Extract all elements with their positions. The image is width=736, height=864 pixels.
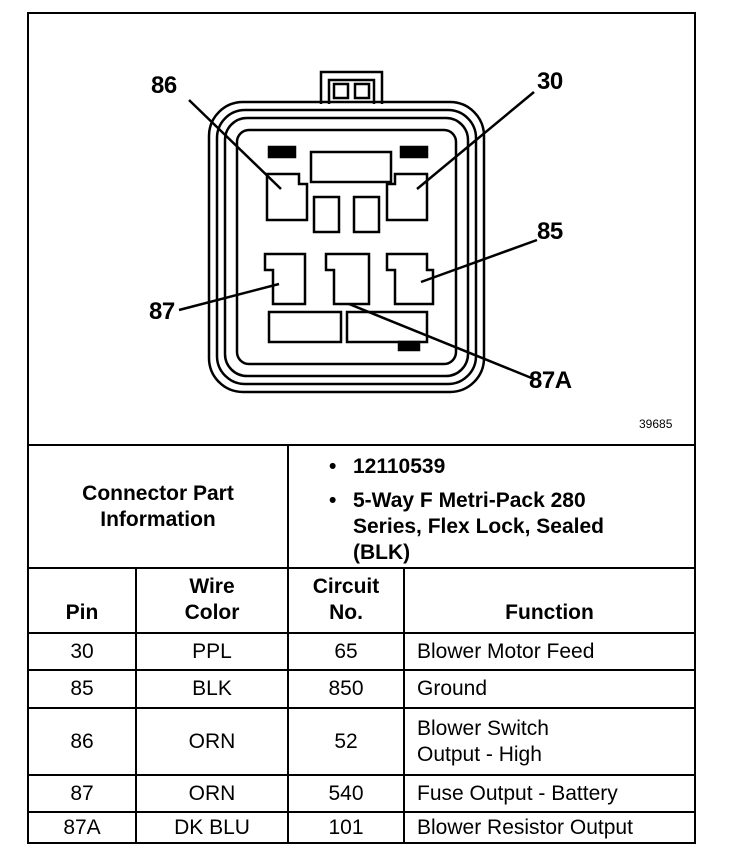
lock-tab-window-right [353, 82, 371, 100]
housing-outer [207, 100, 486, 394]
connector-face-drawing [178, 70, 538, 394]
header-circuit-no-label: Circuit No. [312, 575, 380, 624]
cell-function: Blower Resistor Output [417, 816, 633, 839]
top-center-cavity [309, 150, 393, 184]
cell-circuit: 850 [328, 677, 364, 700]
lock-tab-inner [327, 78, 376, 104]
connector-sheet: 86 30 85 87 87A 39685 Connector Part Inf… [27, 12, 696, 844]
cell-function: Ground [417, 677, 488, 700]
divider-header [29, 632, 694, 634]
bullet-icon: • [329, 455, 337, 478]
connector-diagram: 86 30 85 87 87A 39685 [29, 14, 694, 444]
divider-row-4 [29, 811, 694, 813]
cavity-86 [265, 172, 309, 222]
bottom-slot-left [267, 310, 343, 344]
housing-inner [235, 128, 458, 366]
cell-function: Blower Motor Feed [417, 639, 595, 663]
cavity-30 [385, 172, 429, 222]
housing-ring-2 [223, 116, 470, 378]
cavity-85 [385, 252, 435, 306]
header-wire-color-label: Wire Color [184, 575, 240, 624]
cell-circuit: 101 [328, 816, 364, 839]
cell-function: Fuse Output - Battery [417, 781, 618, 805]
cell-pin: 87 [70, 781, 94, 805]
connector-part-info-label: Connector Part Information [82, 481, 234, 531]
cell-pin: 85 [70, 677, 94, 700]
part-number: 12110539 [353, 455, 446, 478]
cell-function: Blower Switch Output - High [405, 709, 694, 774]
bottom-key [397, 340, 421, 352]
cavity-87 [263, 252, 307, 306]
divider-part-info-col [287, 444, 289, 567]
center-divider-right [352, 195, 381, 234]
divider-row-1 [29, 669, 694, 671]
leader-30 [416, 91, 535, 190]
cell-wire-color: ORN [188, 781, 236, 805]
key-slot-right [399, 145, 429, 159]
bullet-icon: • [329, 489, 337, 512]
callout-pin-85: 85 [537, 218, 563, 245]
divider-part-info [29, 567, 694, 569]
callout-pin-87: 87 [149, 298, 175, 325]
header-function: Function [505, 601, 594, 624]
leader-86 [188, 99, 282, 190]
bottom-slot-right [345, 310, 429, 344]
callout-pin-87a: 87A [529, 367, 572, 394]
cell-wire-color: DK BLU [174, 816, 250, 839]
figure-number: 39685 [639, 417, 673, 431]
cell-circuit: 52 [334, 729, 358, 753]
part-detail-list: • 12110539 • 5-Way F Metri-Pack 280 Seri… [329, 454, 689, 566]
divider-col-3 [403, 567, 405, 844]
part-detail-item: • 12110539 [329, 454, 689, 480]
cell-circuit: 65 [334, 639, 358, 663]
header-circuit-no: Circuit No. [289, 569, 403, 632]
leader-87 [178, 282, 280, 312]
housing-ring-1 [215, 108, 478, 386]
leader-85 [420, 238, 538, 284]
connector-part-info-heading: Connector Part Information [29, 446, 287, 567]
lock-tab-window-left [332, 82, 350, 100]
callout-pin-86: 86 [151, 72, 177, 99]
divider-diagram [29, 444, 694, 446]
cell-circuit: 540 [328, 781, 364, 805]
divider-row-2 [29, 707, 694, 709]
cell-function-label: Blower Switch Output - High [417, 716, 549, 766]
header-pin: Pin [65, 601, 99, 624]
divider-row-3 [29, 774, 694, 776]
part-detail-item: • 5-Way F Metri-Pack 280 Series, Flex Lo… [329, 488, 689, 566]
cell-pin: 30 [70, 639, 94, 663]
callout-pin-30: 30 [537, 68, 563, 95]
divider-col-2 [287, 567, 289, 844]
leader-87a [348, 302, 535, 381]
lock-tab-outer [319, 70, 384, 104]
cell-wire-color: BLK [192, 677, 232, 700]
cell-wire-color: ORN [188, 729, 236, 753]
header-wire-color: Wire Color [137, 569, 287, 632]
key-slot-left [267, 145, 297, 159]
cell-pin: 87A [63, 816, 101, 839]
cell-wire-color: PPL [192, 639, 232, 663]
divider-col-1 [135, 567, 137, 844]
cavity-87a [324, 252, 371, 306]
cell-pin: 86 [70, 729, 94, 753]
part-description: 5-Way F Metri-Pack 280 Series, Flex Lock… [353, 489, 604, 564]
center-divider-left [312, 195, 341, 234]
